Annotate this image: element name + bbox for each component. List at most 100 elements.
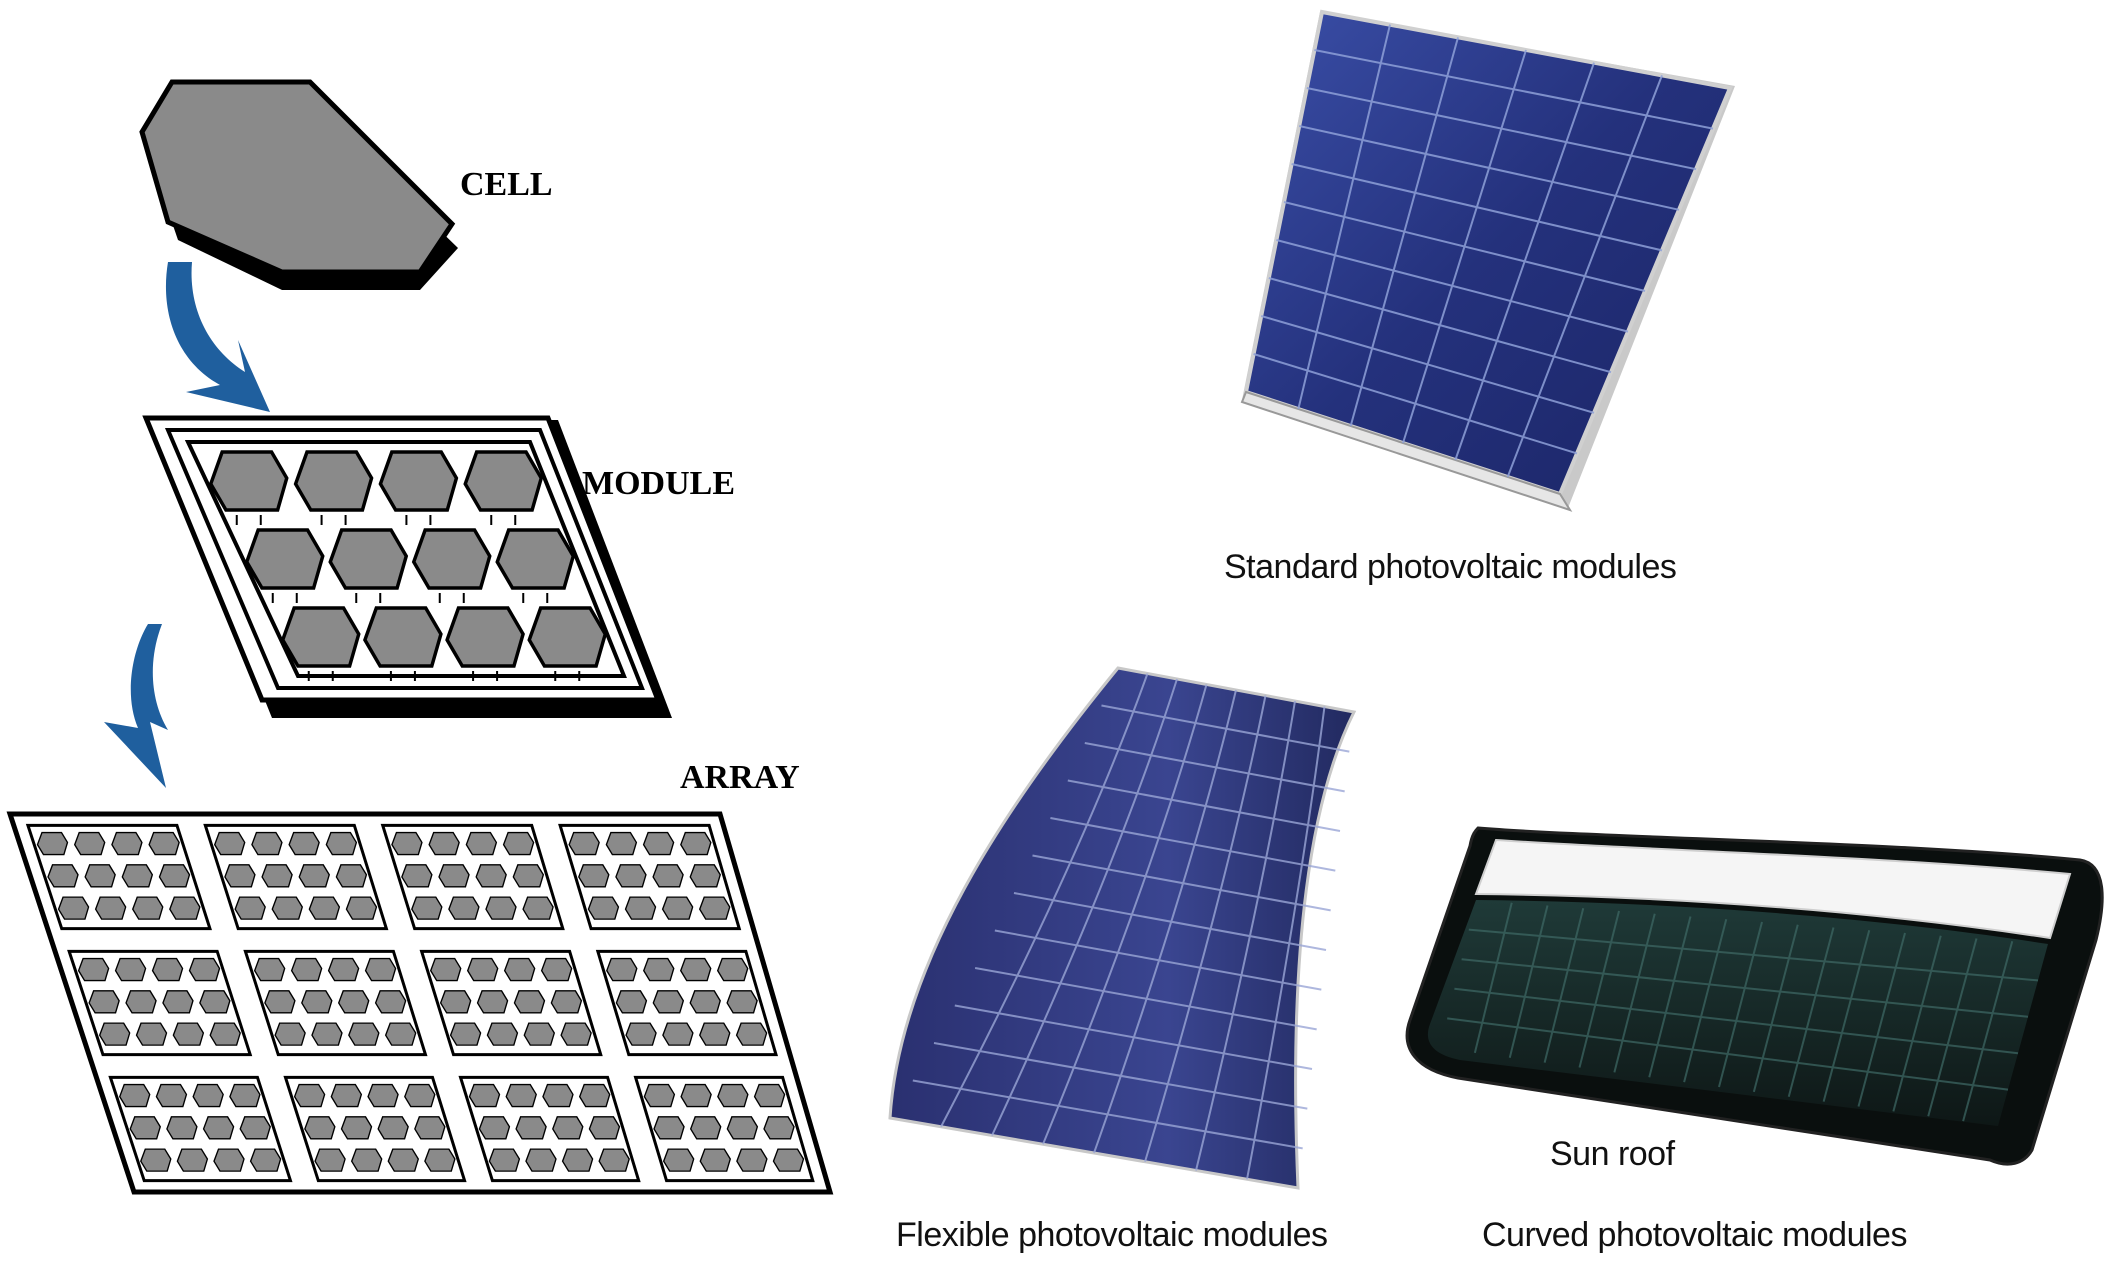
array-cell [98, 1022, 131, 1046]
grid-line [1461, 958, 2029, 1018]
array-cell [274, 1022, 306, 1046]
array-cell [271, 896, 304, 920]
flexible-module-caption: Flexible photovoltaic modules [896, 1216, 1328, 1254]
array-cell [84, 864, 116, 888]
array-cell [261, 864, 293, 888]
array-cell [213, 831, 246, 856]
array-cell [57, 896, 90, 920]
module-cell [293, 450, 374, 512]
array-cell [605, 831, 638, 856]
grid-line [1718, 921, 1763, 1088]
grid-line [1683, 918, 1728, 1083]
array-cell [485, 896, 517, 920]
array-cell [699, 1148, 732, 1172]
array-cell [468, 1083, 501, 1108]
array-cell [448, 896, 480, 920]
module-cell [527, 606, 608, 668]
array-cell [155, 1083, 188, 1108]
grid-line [1283, 201, 1646, 292]
array-cell [253, 957, 286, 982]
array-cell [411, 896, 443, 920]
array-cell [466, 957, 499, 982]
array-cell [374, 990, 407, 1014]
array-cell [726, 1116, 759, 1140]
array-cell [308, 896, 341, 920]
module-cell [244, 528, 325, 590]
array-cell [523, 1022, 556, 1046]
array-cell [337, 990, 370, 1014]
array-cell [642, 831, 675, 856]
array-cell [625, 1022, 657, 1046]
grid-line [991, 678, 1178, 1136]
curved-module-sub-caption: Sun roof [1550, 1135, 1676, 1173]
array-cell [735, 1022, 768, 1046]
array-cell [125, 990, 157, 1014]
array-cell [503, 957, 536, 982]
array-cell [325, 831, 358, 856]
array-cell [121, 864, 154, 888]
module-cell [495, 528, 576, 590]
standard-module-photo: Standard photovoltaic modules [1224, 9, 1735, 586]
grid-line [1260, 315, 1595, 414]
grid-line [1787, 927, 1835, 1098]
array-cell [578, 1083, 611, 1108]
grid-line [1473, 902, 1513, 1054]
grid-line [1962, 940, 2014, 1122]
array-cell [652, 990, 685, 1014]
array-cell [151, 957, 184, 982]
grid-line [1093, 689, 1237, 1154]
array-cell [166, 1116, 198, 1140]
array-cell [662, 1148, 695, 1172]
array-cell [661, 896, 694, 920]
grid-line [1752, 924, 1799, 1093]
grid-line [1195, 700, 1296, 1171]
grid-line [1508, 905, 1549, 1058]
array-cell [158, 864, 191, 888]
array-cell [169, 896, 201, 920]
array-cell [662, 1022, 694, 1046]
array-cell [698, 896, 731, 920]
array-cell [298, 864, 330, 888]
array-cell [568, 831, 600, 856]
array-cell [202, 1116, 235, 1140]
module-cell [411, 528, 492, 590]
array-cell [550, 990, 583, 1014]
grid-line [1032, 854, 1331, 912]
array-cell [348, 1022, 380, 1046]
array-cell [209, 1022, 241, 1046]
array-cell [94, 896, 127, 920]
array-cell [118, 1083, 151, 1108]
module-cell [208, 450, 289, 512]
array-cell [172, 1022, 205, 1046]
array-cell [293, 1083, 326, 1108]
array-cell [763, 1116, 795, 1140]
array-cell [513, 990, 546, 1014]
array-cell [653, 1116, 685, 1140]
array-cell [364, 957, 397, 982]
array-cell [578, 864, 610, 888]
array-cell [478, 1116, 511, 1140]
array-cell [229, 1083, 261, 1108]
array-cell [522, 896, 554, 920]
grid-line [1013, 892, 1327, 951]
array-cell [726, 990, 758, 1014]
array-label: ARRAY [680, 759, 800, 796]
array-cell [689, 1116, 722, 1140]
array-cell [330, 1083, 363, 1108]
curved-module-cell-lines [1447, 902, 2039, 1122]
array-cell [561, 1148, 594, 1172]
grid-line [933, 1042, 1308, 1110]
array-cell [449, 1022, 482, 1046]
grid-line [1042, 684, 1208, 1145]
grid-line [1822, 929, 1871, 1102]
array-cell [753, 1083, 786, 1108]
array-cell [680, 1083, 712, 1108]
array-cell [234, 896, 266, 920]
array-cell [772, 1148, 805, 1172]
array-cell [624, 896, 657, 920]
array-cell [192, 1083, 224, 1108]
array-cell [176, 1148, 209, 1172]
array-cell [643, 1083, 676, 1108]
array-cell [384, 1022, 417, 1046]
